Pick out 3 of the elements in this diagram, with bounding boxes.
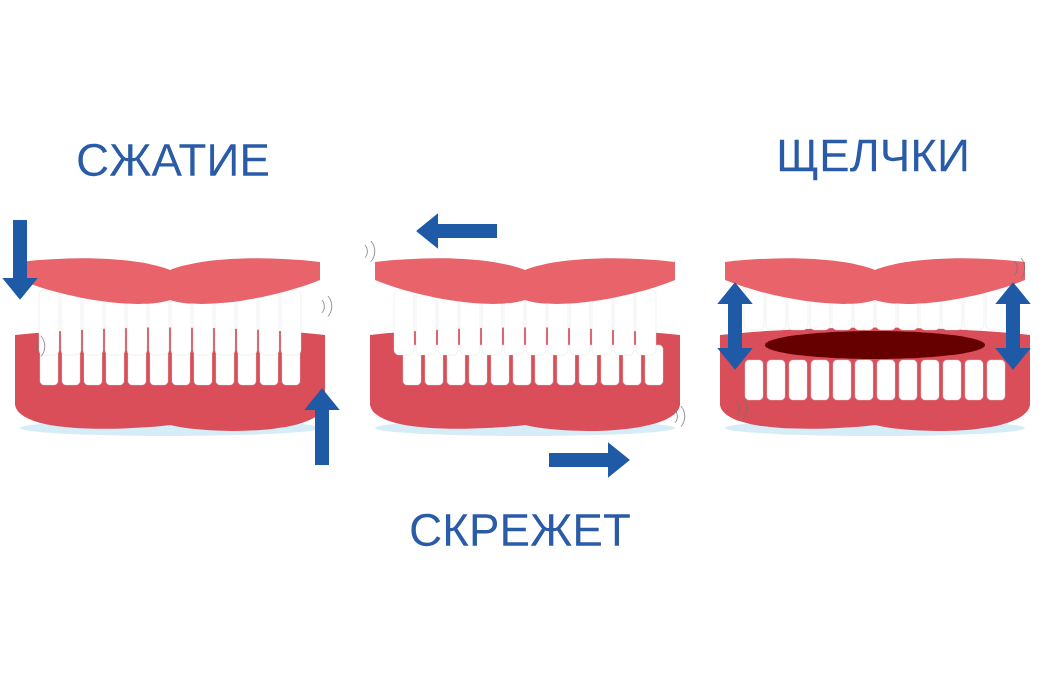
heading-label: СЖАТИЕ: [78, 143, 268, 177]
heading-label: СКРЕЖЕТ: [411, 513, 630, 547]
heading-label: ЩЕЛЧКИ: [779, 139, 967, 181]
